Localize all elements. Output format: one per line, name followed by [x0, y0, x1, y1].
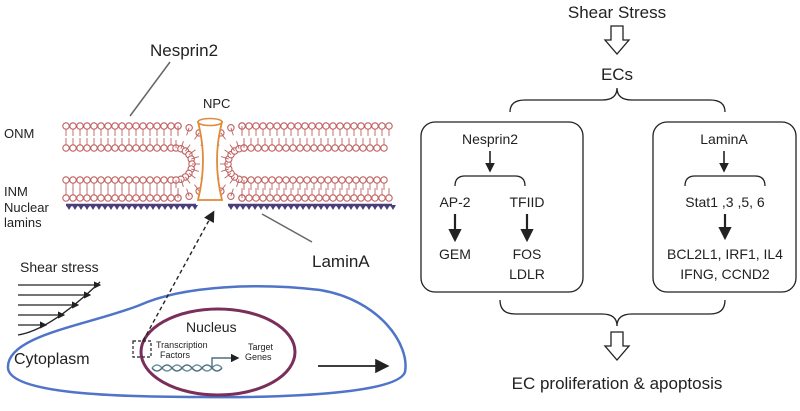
gem-label: GEM	[439, 246, 471, 262]
nuclear-lamins-label-1: Nuclear	[4, 200, 49, 215]
nucleus-outline	[139, 307, 297, 397]
nuclear-lamins-label-2: lamins	[4, 215, 42, 230]
nesprin2-branch	[454, 175, 526, 187]
outcome-label: EC proliferation & apoptosis	[512, 374, 723, 393]
shear-stress-label: Shear stress	[20, 259, 99, 275]
genes-label: Genes	[245, 352, 272, 362]
onm-label: ONM	[4, 126, 34, 141]
transcription-label: Transcription	[156, 340, 208, 350]
lamina-targets-line1: BCL2L1, IRF1, IL4	[667, 246, 783, 262]
top-brace	[509, 87, 726, 113]
npc-label: NPC	[203, 96, 230, 111]
inm-label: INM	[4, 184, 28, 199]
cell-outline	[6, 285, 407, 399]
shear-flow-profile	[17, 281, 102, 336]
cytoplasm-label: Cytoplasm	[14, 351, 90, 368]
lamina-branch	[684, 175, 766, 187]
lamina-pathway-box	[652, 121, 797, 293]
hollow-arrow-top	[603, 25, 631, 55]
stat-label: Stat1 ,3 ,5, 6	[685, 194, 765, 210]
hollow-arrow-bottom	[603, 331, 631, 361]
shear-stress-title: Shear Stress	[568, 3, 666, 22]
fos-label: FOS	[513, 246, 542, 262]
tf-to-npc-dashed-arrow	[142, 210, 215, 342]
nesprin2-box-title: Nesprin2	[462, 131, 518, 147]
transcription-start-arrow	[211, 353, 240, 368]
nesprin2-pointer-line	[129, 61, 171, 117]
bottom-brace	[499, 299, 726, 327]
lamina-pointer-line	[261, 213, 313, 243]
target-label: Target	[248, 342, 274, 352]
npc-top-rim	[197, 117, 223, 127]
nucleus-label: Nucleus	[186, 319, 237, 335]
nuclear-pore-complex	[196, 121, 224, 201]
factors-label: Factors	[160, 350, 191, 360]
tfiid-label: TFIID	[510, 194, 545, 210]
dna-helix	[151, 364, 223, 372]
ldlr-label: LDLR	[509, 266, 545, 282]
lamina-box-title: LaminA	[700, 131, 748, 147]
ap2-label: AP-2	[439, 194, 470, 210]
transcription-factor-box	[132, 340, 152, 358]
nesprin2-label: Nesprin2	[150, 41, 218, 60]
ecs-label: ECs	[601, 65, 633, 84]
lamina-targets-line2: IFNG, CCND2	[680, 266, 770, 282]
lamina-label: LaminA	[312, 252, 370, 271]
nuclear-envelope	[62, 117, 396, 210]
nesprin2-pathway-box	[420, 121, 584, 293]
